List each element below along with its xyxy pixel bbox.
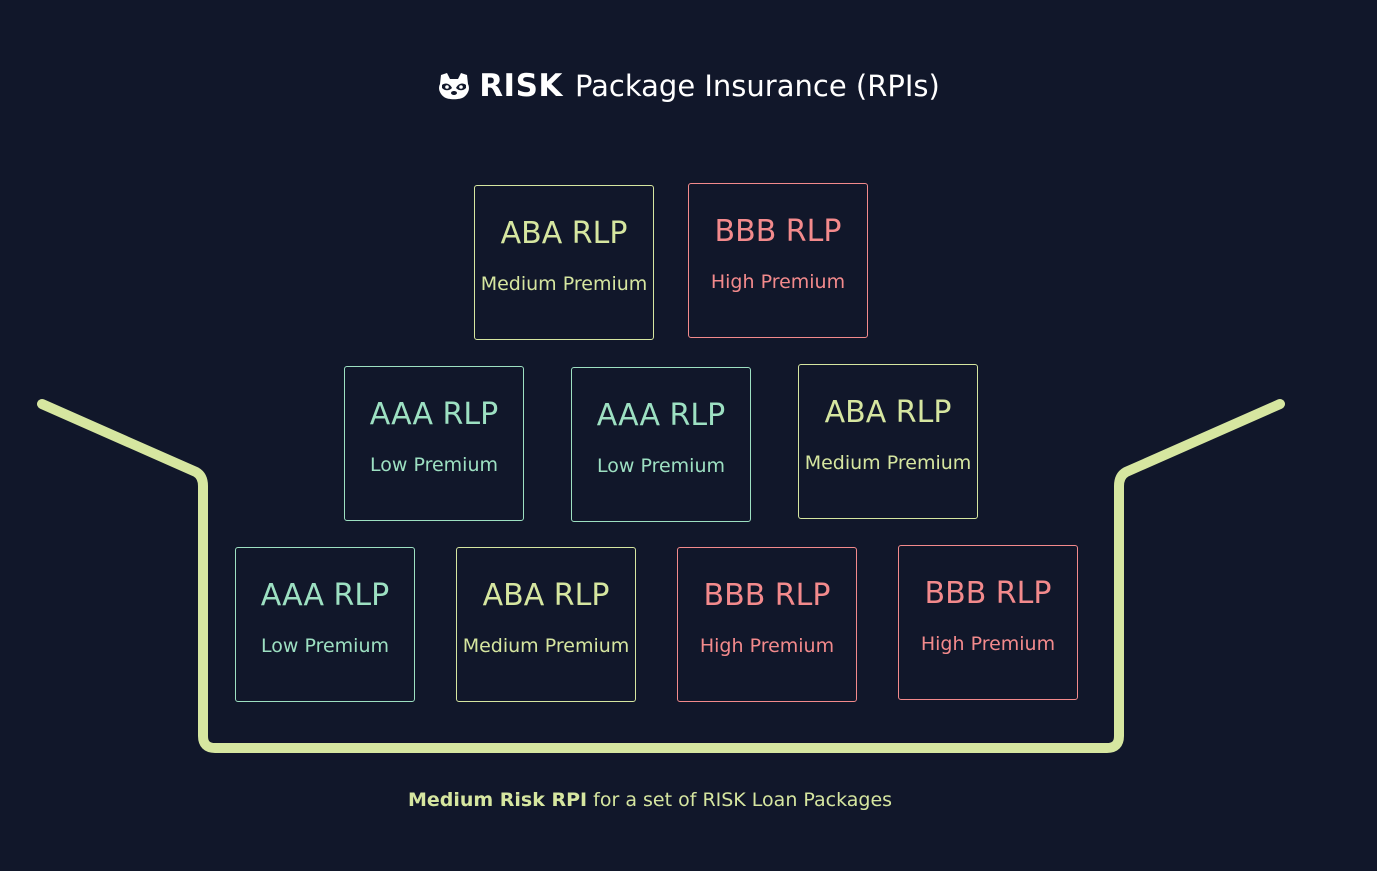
package-card: AAA RLP Low Premium: [344, 366, 524, 521]
package-name: ABA RLP: [824, 395, 952, 430]
package-premium: Low Premium: [597, 455, 725, 477]
package-card: BBB RLP High Premium: [688, 183, 868, 338]
package-card: ABA RLP Medium Premium: [798, 364, 978, 519]
package-name: BBB RLP: [714, 214, 842, 249]
package-premium: High Premium: [710, 271, 846, 293]
package-card: AAA RLP Low Premium: [571, 367, 751, 522]
package-name: AAA RLP: [260, 578, 390, 613]
package-name: BBB RLP: [703, 578, 831, 613]
package-card: ABA RLP Medium Premium: [456, 547, 636, 702]
page-title: RISK Package Insurance (RPIs): [0, 62, 1377, 110]
package-card: ABA RLP Medium Premium: [474, 185, 654, 340]
package-card: BBB RLP High Premium: [677, 547, 857, 702]
package-name: ABA RLP: [500, 216, 628, 251]
caption: Medium Risk RPI for a set of RISK Loan P…: [0, 789, 1300, 811]
package-name: ABA RLP: [482, 578, 610, 613]
package-premium: Low Premium: [261, 635, 389, 657]
package-premium: High Premium: [920, 633, 1056, 655]
package-premium: Medium Premium: [804, 452, 972, 474]
package-premium: Medium Premium: [462, 635, 630, 657]
package-premium: High Premium: [699, 635, 835, 657]
package-name: BBB RLP: [924, 576, 1052, 611]
package-premium: Low Premium: [370, 454, 498, 476]
package-premium: Medium Premium: [480, 273, 648, 295]
title-text: Package Insurance (RPIs): [574, 69, 940, 103]
package-card: AAA RLP Low Premium: [235, 547, 415, 702]
package-name: AAA RLP: [596, 398, 726, 433]
caption-bold: Medium Risk RPI: [407, 789, 588, 811]
caption-text: for a set of RISK Loan Packages: [587, 789, 893, 811]
brand-name: RISK: [479, 68, 563, 104]
package-card: BBB RLP High Premium: [898, 545, 1078, 700]
package-name: AAA RLP: [369, 397, 499, 432]
raccoon-icon: [437, 71, 471, 101]
